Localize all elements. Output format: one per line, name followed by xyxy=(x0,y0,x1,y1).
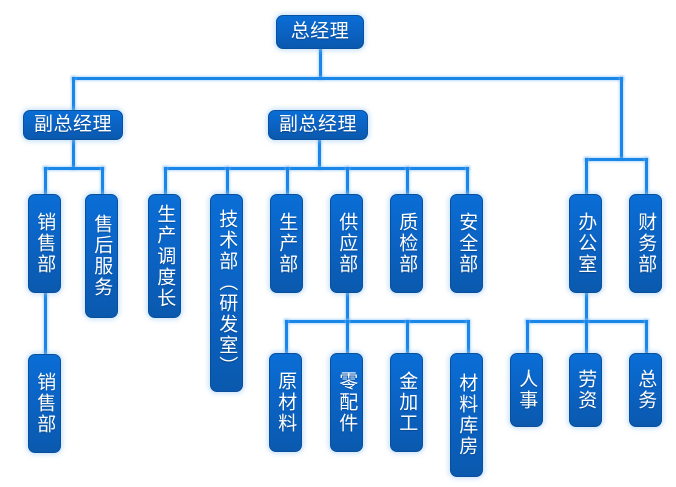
connector-sales-to-sub xyxy=(44,292,47,354)
node-safety-department[interactable]: 安全部 xyxy=(450,194,483,293)
connector-vgm-mid-bus xyxy=(164,167,469,170)
node-label: 总务 xyxy=(635,369,658,411)
connector-vgm-left-bus xyxy=(44,167,104,170)
node-labor-and-wages[interactable]: 劳资 xyxy=(569,353,602,427)
node-label: 金加工 xyxy=(396,371,419,434)
node-label: 售后服务 xyxy=(91,214,114,298)
node-label: 质检部 xyxy=(396,212,419,275)
connector-to-labor-wage xyxy=(585,320,588,353)
node-label: 生产调度长 xyxy=(154,203,177,309)
connector-to-tech-dept xyxy=(226,167,229,194)
connector-supply-down xyxy=(346,292,349,322)
node-label: 副总经理 xyxy=(278,113,357,136)
connector-office-down xyxy=(585,292,588,322)
node-label: 原材料 xyxy=(275,371,298,434)
connector-bus-to-vgm-left xyxy=(72,77,75,111)
node-raw-material[interactable]: 原材料 xyxy=(269,353,302,452)
connector-bus-to-right-branch xyxy=(620,77,623,159)
node-label: 总经理 xyxy=(290,20,350,43)
node-label: 供应部 xyxy=(336,212,359,275)
node-label: 材料库房 xyxy=(456,373,479,457)
connector-to-spare-parts xyxy=(346,320,349,353)
node-production-scheduler[interactable]: 生产调度长 xyxy=(148,194,181,318)
connector-to-aftersales xyxy=(101,167,104,194)
connector-to-metal-work xyxy=(406,320,409,353)
node-technical-department[interactable]: 技术部（研发室） xyxy=(210,194,243,392)
node-human-resources[interactable]: 人事 xyxy=(510,353,543,427)
node-metal-processing[interactable]: 金加工 xyxy=(390,353,423,452)
connector-right-branch-bus xyxy=(585,158,647,161)
node-after-sales-service[interactable]: 售后服务 xyxy=(85,194,118,318)
node-finance-department[interactable]: 财务部 xyxy=(629,194,662,293)
node-label: 副总经理 xyxy=(33,113,112,136)
connector-to-prod-sched xyxy=(164,167,167,194)
connector-vgm-mid-down xyxy=(318,139,321,169)
node-quality-control-department[interactable]: 质检部 xyxy=(390,194,423,293)
connector-supply-bus xyxy=(285,320,468,323)
node-general-manager[interactable]: 总经理 xyxy=(276,15,364,49)
connector-to-hr xyxy=(526,320,529,353)
node-label: 销售部 xyxy=(34,212,57,275)
node-vice-general-manager-left[interactable]: 副总经理 xyxy=(23,110,123,140)
connector-level1-bus xyxy=(72,77,623,80)
node-supply-department[interactable]: 供应部 xyxy=(330,194,363,293)
connector-gm-down xyxy=(319,48,322,79)
node-general-affairs[interactable]: 总务 xyxy=(629,353,662,427)
connector-to-material-warehouse xyxy=(467,320,470,353)
connector-to-raw-material xyxy=(285,320,288,353)
node-label: 办公室 xyxy=(575,212,598,275)
node-label: 劳资 xyxy=(575,369,598,411)
connector-to-supply-dept xyxy=(346,167,349,194)
connector-to-general-affairs xyxy=(645,320,648,353)
node-production-department[interactable]: 生产部 xyxy=(270,194,303,293)
connector-to-prod-dept xyxy=(286,167,289,194)
node-sales-department-sub[interactable]: 销售部 xyxy=(28,354,61,453)
node-label: 技术部（研发室） xyxy=(216,209,239,377)
connector-to-finance xyxy=(645,158,648,194)
connector-to-qc-dept xyxy=(406,167,409,194)
connector-to-safety-dept xyxy=(466,167,469,194)
node-vice-general-manager-mid[interactable]: 副总经理 xyxy=(268,110,368,140)
connector-vgm-left-down xyxy=(72,139,75,169)
node-sales-department[interactable]: 销售部 xyxy=(28,194,61,293)
connector-to-office xyxy=(585,158,588,194)
node-label: 销售部 xyxy=(34,372,57,435)
node-label: 人事 xyxy=(516,369,539,411)
node-label: 零配件 xyxy=(336,371,359,434)
node-spare-parts[interactable]: 零配件 xyxy=(330,353,363,452)
node-label: 生产部 xyxy=(276,212,299,275)
node-office[interactable]: 办公室 xyxy=(569,194,602,293)
connector-to-sales xyxy=(44,167,47,194)
node-label: 财务部 xyxy=(635,212,658,275)
node-material-warehouse[interactable]: 材料库房 xyxy=(450,353,483,477)
node-label: 安全部 xyxy=(456,212,479,275)
